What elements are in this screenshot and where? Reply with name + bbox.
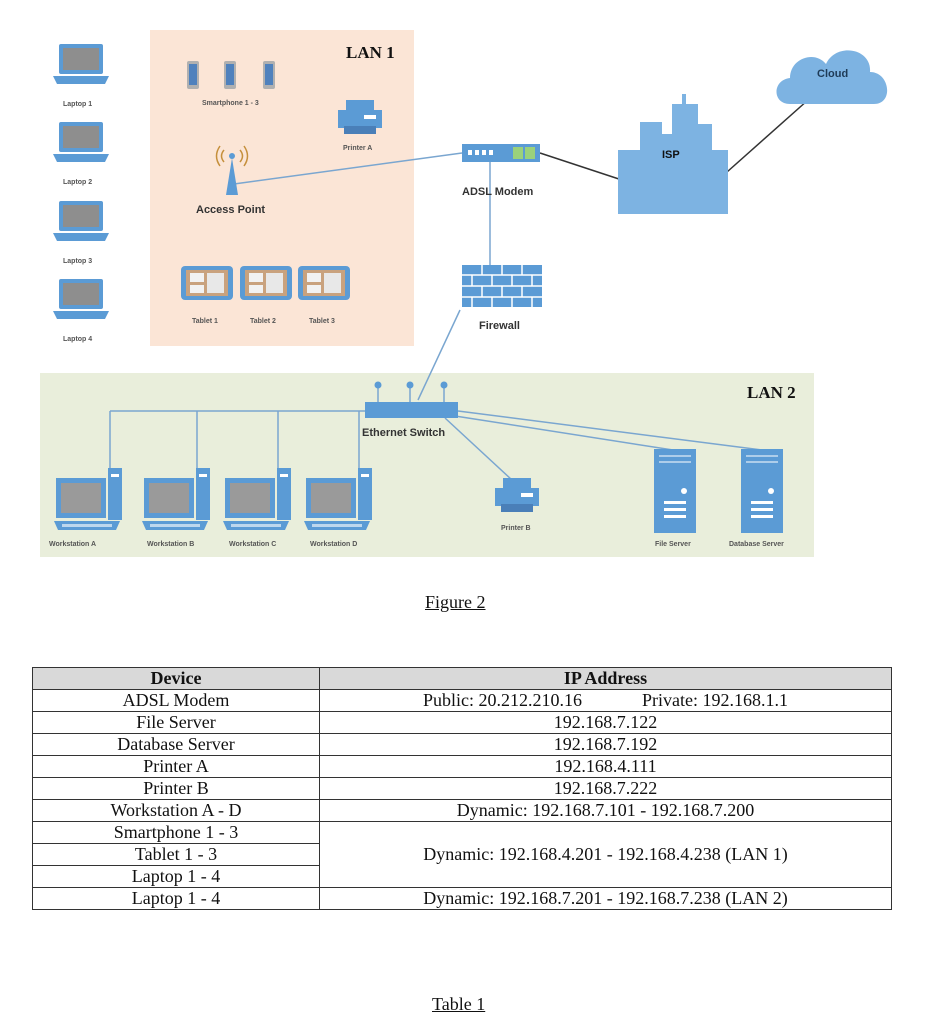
lan1-label: LAN 1 [346, 43, 395, 62]
access-point-label: Access Point [196, 204, 265, 216]
public-ip: Public: 20.212.210.16 [422, 690, 582, 710]
table-row: Laptop 1 - 4 [32, 865, 892, 888]
adsl-modem-label: ADSL Modem [462, 186, 534, 198]
tablet-label-2: Tablet 2 [250, 318, 276, 325]
workstation-label-c: Workstation C [229, 541, 276, 548]
ethernet-switch-icon [365, 381, 458, 418]
table-row: Printer B 192.168.7.222 [32, 777, 892, 800]
cloud-label: Cloud [817, 68, 848, 80]
ip-cell: 192.168.7.192 [319, 733, 892, 756]
cloud-icon [776, 50, 888, 104]
device-cell: Laptop 1 - 4 [32, 865, 320, 888]
isp-buildings-icon [618, 94, 728, 214]
isp-label: ISP [662, 149, 680, 161]
table-row: Database Server 192.168.7.192 [32, 733, 892, 756]
ip-cell: Public: 20.212.210.16 Private: 192.168.1.… [319, 689, 892, 712]
tablet-label-1: Tablet 1 [192, 318, 218, 325]
ip-cell: 192.168.7.122 [319, 711, 892, 734]
device-cell: ADSL Modem [32, 689, 320, 712]
laptop-label-3: Laptop 3 [63, 258, 92, 265]
ip-cell: Dynamic: 192.168.7.101 - 192.168.7.200 [319, 799, 892, 822]
tablet-icons [181, 266, 350, 300]
firewall-icon [462, 265, 542, 307]
lan2-label: LAN 2 [747, 383, 796, 402]
smartphones-label: Smartphone 1 - 3 [202, 100, 259, 107]
database-server-icon [741, 449, 783, 533]
laptop-label-2: Laptop 2 [63, 179, 92, 186]
device-cell: Laptop 1 - 4 [32, 887, 320, 910]
table-row: Smartphone 1 - 3 Dynamic: 192.168.4.201 … [32, 821, 892, 888]
ip-cell: Dynamic: 192.168.7.201 - 192.168.7.238 (… [319, 887, 892, 910]
private-ip: Private: 192.168.1.1 [642, 690, 788, 710]
device-cell: File Server [32, 711, 320, 734]
workstation-label-d: Workstation D [310, 541, 357, 548]
table-row: File Server 192.168.7.122 [32, 711, 892, 734]
device-cell: Tablet 1 - 3 [32, 843, 320, 866]
printer-a-label: Printer A [343, 145, 372, 152]
laptop-label-4: Laptop 4 [63, 336, 92, 343]
tablet-label-3: Tablet 3 [309, 318, 335, 325]
device-cell: Printer B [32, 777, 320, 800]
table-row: Workstation A - D Dynamic: 192.168.7.101… [32, 799, 892, 822]
table-row: Laptop 1 - 4 Dynamic: 192.168.7.201 - 19… [32, 887, 892, 910]
database-server-label: Database Server [729, 541, 784, 548]
access-point-icon [215, 145, 249, 195]
workstation-label-a: Workstation A [49, 541, 96, 548]
device-cell: Printer A [32, 755, 320, 778]
device-cell: Database Server [32, 733, 320, 756]
device-cell: Workstation A - D [32, 799, 320, 822]
adsl-modem-icon [462, 144, 540, 162]
network-diagram: LAN 1 Smartphone 1 - 3 Printer A Access … [40, 30, 888, 557]
ip-cell: Dynamic: 192.168.4.201 - 192.168.4.238 (… [319, 821, 892, 888]
table-caption: Table 1 [432, 994, 486, 1014]
links [109, 152, 763, 481]
file-server-icon [654, 449, 696, 533]
device-cell: Smartphone 1 - 3 [32, 821, 320, 844]
ip-address-table: Device IP Address ADSL Modem Public: 20.… [32, 667, 892, 910]
table-header-row: Device IP Address [32, 667, 892, 690]
header-ip-address: IP Address [319, 667, 892, 690]
header-device: Device [32, 667, 320, 690]
laptop-label-1: Laptop 1 [63, 101, 92, 108]
firewall-label: Firewall [479, 320, 520, 332]
table-row: ADSL Modem Public: 20.212.210.16 Private:… [32, 689, 892, 712]
ip-cell: 192.168.4.111 [319, 755, 892, 778]
figure-caption: Figure 2 [425, 592, 486, 612]
ip-cell: 192.168.7.222 [319, 777, 892, 800]
file-server-label: File Server [655, 541, 691, 548]
wan-links [539, 99, 809, 183]
ethernet-switch-label: Ethernet Switch [362, 427, 445, 439]
workstation-label-b: Workstation B [147, 541, 194, 548]
table-row: Printer A 192.168.4.111 [32, 755, 892, 778]
printer-b-label: Printer B [501, 525, 531, 532]
